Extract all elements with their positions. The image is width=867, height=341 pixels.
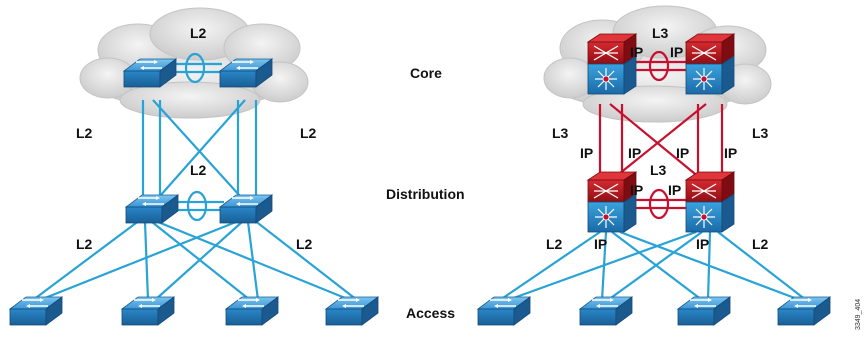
left-access-switch-2: [121, 296, 175, 326]
right-core-ip-label-left: IP: [630, 44, 643, 60]
left-core-pair-link: [168, 52, 222, 84]
left-access-switch-1: [9, 296, 63, 326]
right-cloud-label: L3: [652, 25, 669, 41]
left-topology: L2 L2 L2 L2 L2 L2: [9, 7, 379, 326]
right-dist-down-ip-left: IP: [594, 236, 607, 252]
right-uplink-ip-2: IP: [628, 145, 641, 161]
figure-code: 3349_404: [855, 299, 862, 330]
right-uplink-ip-1: IP: [580, 145, 593, 161]
left-access-switch-3: [225, 296, 279, 326]
tier-label-core: Core: [410, 65, 442, 81]
tier-label-access: Access: [406, 305, 455, 321]
right-access-switch-4: [777, 296, 831, 326]
right-core-dist-label-left: L3: [552, 125, 569, 141]
right-access-switch-3: [677, 296, 731, 326]
right-core-dist-label-right: L3: [752, 125, 769, 141]
right-topology: L3 IP IP L3 L3 IP IP IP IP L3 IP IP L2 I…: [477, 5, 831, 326]
right-core-dist-links: [598, 103, 724, 179]
right-core-ip-label-right: IP: [670, 44, 683, 60]
left-dist-access-links: [32, 219, 358, 302]
right-dist-pair-label: L3: [650, 162, 667, 178]
tier-label-distribution: Distribution: [386, 186, 465, 202]
right-dist-l3-switch-1: [587, 171, 637, 233]
left-dist-switch-2: [219, 194, 273, 224]
right-dist-down-ip-right: IP: [696, 236, 709, 252]
right-dist-access-links: [499, 230, 807, 302]
left-core-dist-label-left: L2: [76, 125, 93, 141]
right-dist-l3-switch-2: [685, 171, 735, 233]
left-core-dist-label-right: L2: [300, 125, 317, 141]
left-dist-switch-1: [125, 194, 179, 224]
right-core-l3-switch-2: [685, 33, 735, 95]
left-core-dist-links: [141, 99, 258, 197]
right-core-l3-switch-1: [587, 33, 637, 95]
left-access-switch-4: [325, 296, 379, 326]
right-dist-access-label-left: L2: [546, 236, 563, 252]
left-cloud-label: L2: [190, 25, 207, 41]
right-dist-access-label-right: L2: [752, 236, 769, 252]
right-uplink-ip-4: IP: [724, 145, 737, 161]
right-dist-ip-label-right: IP: [668, 182, 681, 198]
left-dist-access-label-right: L2: [296, 236, 313, 252]
right-core-cloud: [543, 5, 772, 123]
left-dist-access-label-left: L2: [76, 236, 93, 252]
right-dist-ip-label-left: IP: [630, 182, 643, 198]
left-dist-pair-label: L2: [190, 162, 207, 178]
right-access-switch-1: [477, 296, 531, 326]
right-access-switch-2: [579, 296, 633, 326]
right-uplink-ip-3: IP: [676, 145, 689, 161]
